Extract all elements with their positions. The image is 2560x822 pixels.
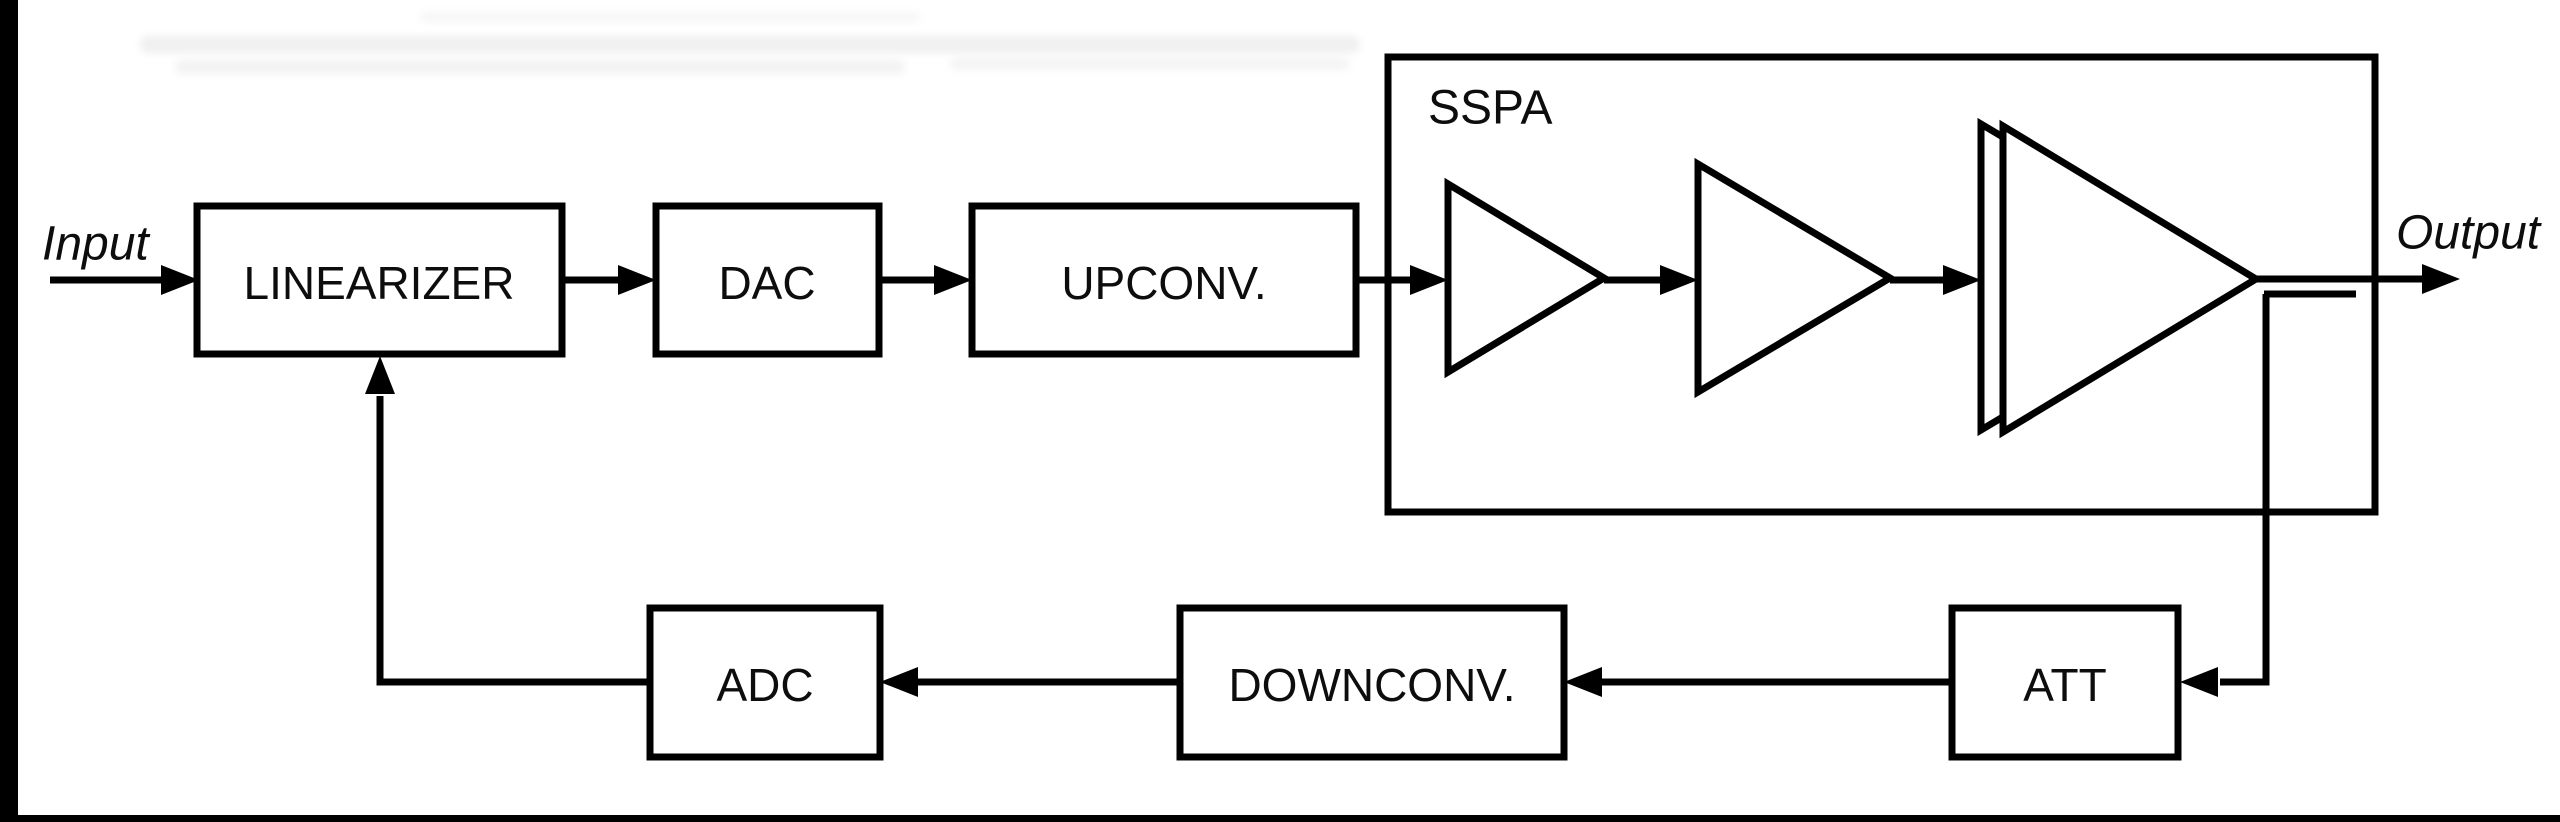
amplifier-icon [1999,119,2263,439]
scan-ghosting-streak [420,12,920,22]
arrowhead-into-linearizer-bottom [365,356,395,394]
arrowhead-output [2422,264,2460,294]
scan-ghosting-streak [950,58,1350,70]
input-label: Input [42,218,150,271]
linearizer-label: LINEARIZER [244,257,515,309]
amplifier-icon [1444,177,1611,379]
block-adc [646,604,884,761]
coupler-feedback-line [2220,294,2270,686]
block-downconv [1176,604,1568,761]
block-dac [652,202,883,358]
arrowhead-into-adc [880,667,918,697]
arrowhead-into-att [2180,667,2218,697]
sspa-label: SSPA [1428,82,1553,135]
arrowhead-into-amp3 [1943,265,1981,295]
upconv-label: UPCONV. [1061,257,1266,309]
arrowhead-into-linearizer [161,265,199,295]
dac-label: DAC [718,257,815,309]
downconv-label: DOWNCONV. [1228,659,1515,711]
arrowhead-into-amp1 [1410,265,1448,295]
arrowhead-into-downconv [1564,667,1602,697]
adc-to-linearizer-line [376,396,650,686]
att-label: ATT [2023,659,2106,711]
block-upconv [968,202,1360,358]
block-linearizer [193,202,566,358]
arrowhead-into-upconv [934,265,972,295]
arrowhead-into-dac [618,265,656,295]
amplifier-icon [1694,157,1897,399]
adc-label: ADC [716,659,813,711]
page-edge-bottom [0,815,2560,822]
page-edge-left [0,0,18,822]
scan-ghosting-streak [140,36,1360,53]
scan-ghosting-streak [175,60,905,74]
arrowhead-into-amp2 [1660,265,1698,295]
output-label: Output [2396,207,2542,260]
block-att [1948,604,2182,761]
